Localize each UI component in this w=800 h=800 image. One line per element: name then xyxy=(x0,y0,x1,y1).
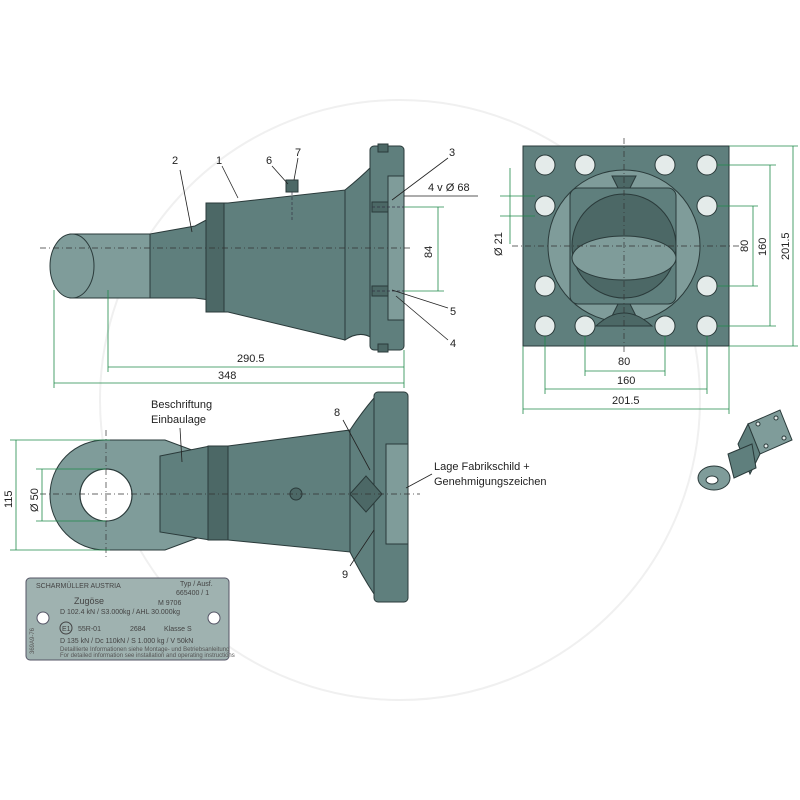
part-label-8: 8 xyxy=(334,407,340,419)
part-label-2: 2 xyxy=(172,155,178,167)
plate-approval-no: 2684 xyxy=(130,626,146,633)
dim-160-vertical: 160 xyxy=(757,238,769,256)
plate-fine1: Detaillierte Informationen siehe Montage… xyxy=(60,647,229,653)
flange-nub-bottom xyxy=(377,343,389,353)
shaft-ring xyxy=(205,202,225,313)
plate-e-mark: E1 xyxy=(62,626,71,633)
part-label-9: 9 xyxy=(342,569,348,581)
plate-line1: D 102.4 kN / S3.000kg / AHL 30.000kg xyxy=(60,609,180,616)
plate-line3: D 135 kN / Dc 110kN / S 1.000 kg / V 50k… xyxy=(60,638,193,645)
dim-201-5-horizontal: 201.5 xyxy=(612,395,640,407)
cone xyxy=(344,164,373,341)
front-view: Ø 21 80 160 201.5 80 160 201.5 xyxy=(493,138,798,414)
bolt-callout: 4 v Ø 68 xyxy=(428,182,470,194)
isometric-thumbnail xyxy=(697,409,793,491)
grease-nipple xyxy=(285,179,299,193)
label-einbaulage: Einbaulage xyxy=(151,414,206,426)
dim-115: 115 xyxy=(3,490,15,508)
label-fabrikschild-2: Genehmigungszeichen xyxy=(434,476,547,488)
part-label-3: 3 xyxy=(449,147,455,159)
plate-side-code: 369A9-76 xyxy=(30,627,36,654)
watermark xyxy=(99,99,701,701)
nameplate: SCHARMÜLLER AUSTRIA Typ / Ausf. 665400 /… xyxy=(25,577,235,661)
plate-model: M 9706 xyxy=(158,600,181,607)
part-label-1: 1 xyxy=(216,155,222,167)
part-label-6: 6 xyxy=(266,155,272,167)
shaft-body xyxy=(205,189,346,341)
plate-manufacturer: SCHARMÜLLER AUSTRIA xyxy=(36,582,121,590)
part-label-4: 4 xyxy=(450,338,456,350)
plate-klasse: Klasse S xyxy=(164,626,192,633)
label-fabrikschild-1: Lage Fabrikschild + xyxy=(434,461,530,473)
part-label-7: 7 xyxy=(295,147,301,159)
shaft-ring-bottom xyxy=(207,445,229,541)
dim-290-5: 290.5 xyxy=(237,353,265,365)
dim-160-horizontal: 160 xyxy=(617,375,635,387)
dim-348: 348 xyxy=(218,370,236,382)
label-beschriftung: Beschriftung xyxy=(151,399,212,411)
plate-product: Zugöse xyxy=(74,596,104,606)
side-view-top: 2 1 6 7 3 4 v Ø 68 5 4 84 290.5 348 xyxy=(40,143,478,388)
dim-dia-21: Ø 21 xyxy=(493,232,505,256)
neck xyxy=(149,217,211,301)
dim-80-horizontal: 80 xyxy=(618,356,630,368)
top-view-bottom: 8 9 Beschriftung Einbaulage Lage Fabriks… xyxy=(3,391,547,603)
part-label-5: 5 xyxy=(450,306,456,318)
flange-nub-top xyxy=(377,143,389,153)
plate-approval: 55R-01 xyxy=(78,626,101,633)
plate-typ-value: 665400 / 1 xyxy=(176,590,209,597)
plate-typ-label: Typ / Ausf. xyxy=(180,581,213,588)
dim-dia-50: Ø 50 xyxy=(29,488,41,512)
crescent-bottom xyxy=(594,312,654,327)
dim-201-5-vertical: 201.5 xyxy=(780,232,792,260)
dim-84: 84 xyxy=(423,246,435,258)
dim-80-vertical: 80 xyxy=(739,240,751,252)
eye-end xyxy=(49,233,95,299)
plate-fine2: For detailed information see installatio… xyxy=(60,653,235,659)
